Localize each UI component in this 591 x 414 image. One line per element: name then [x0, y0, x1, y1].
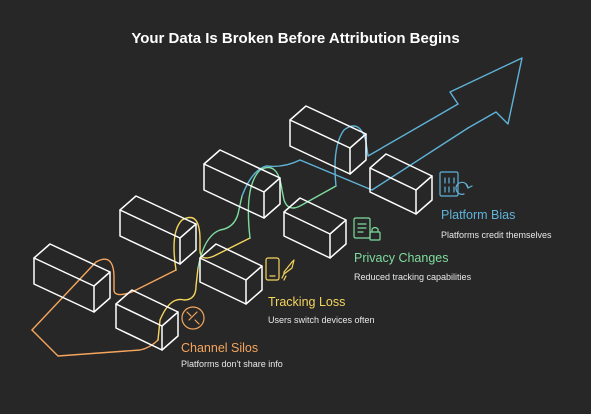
- ribbon-segment-blue: [241, 103, 469, 197]
- step-desc-platform-bias: Platforms credit themselves: [441, 230, 552, 240]
- block-4-back: [289, 105, 367, 175]
- step-title-platform-bias: Platform Bias: [441, 208, 516, 222]
- disconnected-plug-icon: [181, 306, 205, 330]
- document-lock-icon: [353, 217, 381, 241]
- ribbon-segment-green: [197, 166, 337, 269]
- step-desc-tracking-loss: Users switch devices often: [268, 315, 375, 325]
- binary-document-refresh-icon: [439, 171, 473, 197]
- ribbon-segment-yellow: [157, 216, 251, 341]
- step-title-tracking-loss: Tracking Loss: [268, 295, 346, 309]
- phone-rocket-icon: [265, 257, 295, 281]
- block-1-back: [33, 243, 111, 313]
- ribbon-segment-orange: [31, 258, 177, 357]
- block-2-back: [119, 195, 197, 265]
- arrow-head-icon: [449, 57, 523, 129]
- diagram-title: Your Data Is Broken Before Attribution B…: [131, 30, 460, 47]
- block-1-front: [115, 289, 179, 351]
- step-desc-privacy-changes: Reduced tracking capabilities: [354, 272, 472, 282]
- block-4-front: [369, 153, 433, 215]
- block-3-back: [203, 149, 281, 219]
- block-2-front: [199, 243, 263, 305]
- step-desc-channel-silos: Platforms don't share info: [181, 359, 283, 369]
- step-title-privacy-changes: Privacy Changes: [354, 251, 449, 265]
- block-3-front: [283, 197, 347, 259]
- step-title-channel-silos: Channel Silos: [181, 341, 259, 355]
